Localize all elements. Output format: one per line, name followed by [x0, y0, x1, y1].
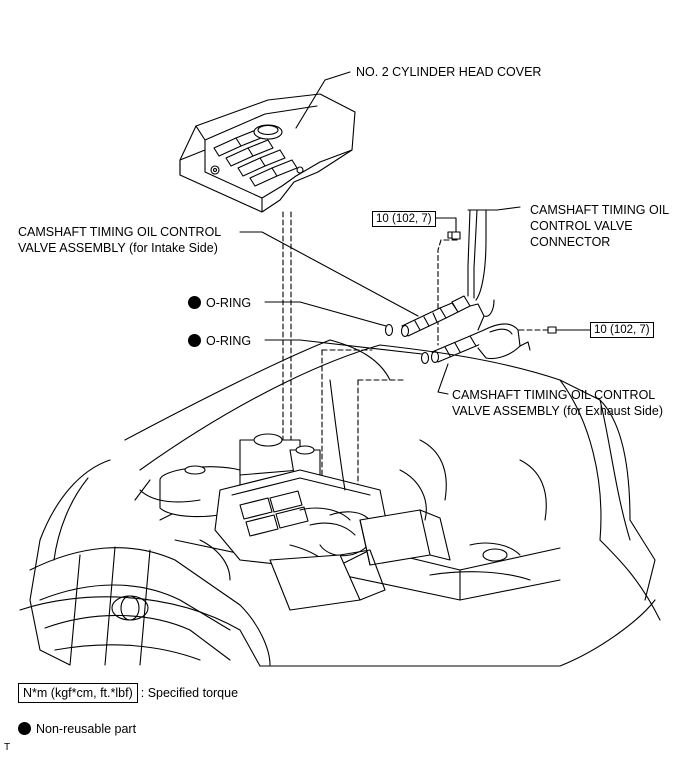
- intake-bolt-torque-box: 10 (102, 7): [372, 211, 436, 227]
- exhaust-o-ring: [420, 351, 430, 365]
- o-ring-label-1: O-RING: [188, 295, 251, 311]
- connector-label-line3: CONNECTOR: [530, 235, 611, 249]
- torque-legend: N*m (kgf*cm, ft.*lbf): Specified torque: [18, 683, 238, 703]
- connector-label-line1: CAMSHAFT TIMING OIL: [530, 203, 670, 217]
- cylinder-head-cover: [179, 93, 356, 213]
- intake-valve-label-line1: CAMSHAFT TIMING OIL CONTROL: [18, 225, 222, 239]
- nonreusable-legend: Non-reusable part: [18, 721, 136, 737]
- torque-legend-box: N*m (kgf*cm, ft.*lbf): [18, 683, 138, 703]
- nonreusable-legend-text: Non-reusable part: [36, 722, 137, 736]
- connector-label-line2: CONTROL VALVE: [530, 219, 633, 233]
- exhaust-valve-label-line1: CAMSHAFT TIMING OIL CONTROL: [452, 388, 656, 402]
- exhaust-bolt: [547, 326, 591, 334]
- non-reusable-dot-icon: [18, 722, 31, 735]
- head-cover-leader: [295, 71, 351, 129]
- vehicle-engine-bay: [19, 339, 661, 667]
- exhaust-valve-label-line2: VALVE ASSEMBLY (for Exhaust Side): [452, 404, 663, 418]
- corner-mark: T: [4, 742, 11, 753]
- o-ring-label-2: O-RING: [188, 333, 251, 349]
- non-reusable-dot-icon: [188, 296, 201, 309]
- exhaust-bolt-torque-box: 10 (102, 7): [590, 322, 654, 338]
- intake-o-ring: [384, 323, 394, 337]
- intake-valve-label-line2: VALVE ASSEMBLY (for Intake Side): [18, 241, 218, 255]
- exhaust-oil-control-valve: [430, 323, 531, 364]
- head-cover-label: NO. 2 CYLINDER HEAD COVER: [356, 65, 542, 79]
- torque-legend-text: : Specified torque: [140, 686, 239, 700]
- non-reusable-dot-icon: [188, 334, 201, 347]
- intake-bolt: [433, 217, 461, 240]
- label-leaders: [239, 206, 521, 395]
- intake-oil-control-valve: [400, 295, 485, 338]
